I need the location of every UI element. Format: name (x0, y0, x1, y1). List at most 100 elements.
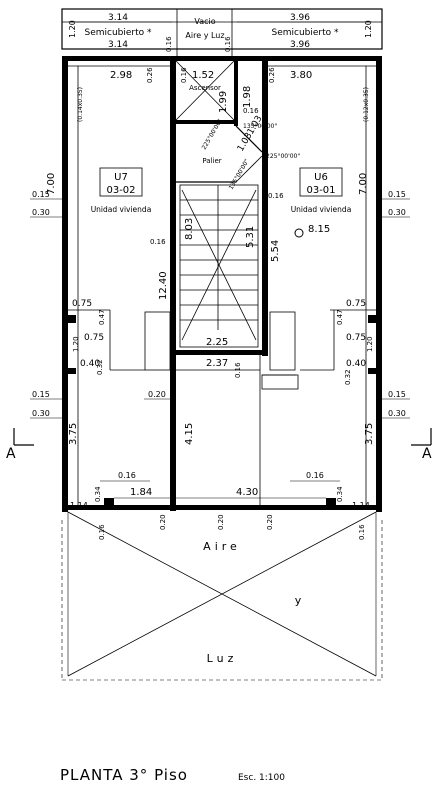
dim-020-bot-c: 0.20 (266, 514, 274, 530)
section-label-right: A (422, 446, 432, 462)
unit-right-code: 03-01 (306, 185, 335, 196)
dim-700-right: 7.00 (358, 173, 369, 195)
unit-left-name: U7 (114, 172, 128, 183)
dim-430: 4.30 (236, 487, 258, 498)
dim-030-l1: 0.30 (32, 208, 50, 217)
vacio-label: Vacio (194, 17, 215, 26)
dim-020-mid: 0.20 (148, 390, 166, 399)
dim-016-core: 0.16 (180, 67, 188, 83)
dim-016-elev: 0.16 (243, 107, 259, 115)
dim-531: 5.31 (245, 226, 256, 248)
dim-199: 1.99 (218, 91, 229, 113)
dim-032-left: 0.32 (96, 359, 104, 375)
dim-075-left: 0.75 (72, 299, 92, 309)
unit-left-label: Unidad vivienda (91, 205, 152, 214)
dim-075-right: 0.75 (346, 299, 366, 309)
dim-014: (0.14x0.35) (77, 87, 84, 122)
unit-left-code: 03-02 (106, 185, 135, 196)
y-label: y (295, 594, 302, 607)
palier-label: Palier (202, 157, 221, 165)
left-semicubierto-label: Semicubierto * (84, 28, 152, 38)
plan-scale: Esc. 1:100 (238, 773, 285, 783)
aire-label: Aire (203, 540, 241, 553)
top-016-b: 0.16 (224, 36, 232, 52)
stairs (175, 60, 263, 348)
dim-237: 2.37 (206, 358, 228, 369)
dim-020-bot-a: 0.20 (159, 514, 167, 530)
dim-120-right: 1.20 (366, 336, 374, 352)
level-marker-icon (294, 228, 304, 238)
dim-554: 5.54 (270, 240, 281, 262)
dim-016-br: 0.16 (306, 471, 324, 480)
dim-047-left: 0.47 (98, 309, 106, 325)
dim-016-lower: 0.16 (234, 362, 242, 378)
dim-375-right: 3.75 (364, 423, 375, 445)
dim-114-left: 1.14 (70, 501, 88, 510)
dim-803: 8.03 (184, 218, 195, 240)
edge-dim-left: 1.20 (68, 20, 77, 38)
unit-box-right (299, 167, 343, 197)
dim-375-left: 3.75 (68, 423, 79, 445)
dim-026-right: 0.26 (268, 67, 276, 83)
dim-114-right: 1.14 (352, 501, 370, 510)
dim-225: 2.25 (206, 337, 228, 348)
dim-415: 4.15 (184, 423, 195, 445)
dim-040-right: 0.40 (346, 359, 366, 369)
angle-225-right: 225°00'00" (266, 153, 300, 160)
unit-right-name: U6 (314, 172, 328, 183)
right-top-dim: 3.96 (290, 13, 310, 23)
top-strip (61, 8, 383, 58)
left-bottom-dim: 3.14 (108, 40, 128, 50)
dim-075-right-b: 0.75 (346, 333, 366, 343)
aire-luz-label: Aire y Luz (185, 31, 224, 40)
unit-right-label: Unidad vivienda (291, 205, 352, 214)
dim-030-r1: 0.30 (388, 208, 406, 217)
dim-075-left-b: 0.75 (84, 333, 104, 343)
plan-title: PLANTA 3° Piso (60, 766, 188, 784)
dim-1240: 12.40 (158, 271, 169, 300)
unit-box-left (99, 167, 143, 197)
dim-016-left-core: 0.16 (150, 238, 166, 246)
right-semicubierto-label: Semicubierto * (271, 28, 339, 38)
ascensor-label: Ascensor (189, 84, 221, 92)
dim-016-bot-r: 0.16 (358, 524, 366, 540)
patio-area (61, 511, 383, 681)
dim-026-left: 0.26 (146, 67, 154, 83)
dim-198: 1.98 (242, 86, 253, 108)
angle-135-top: 135°00'00" (243, 123, 277, 130)
dim-012: (0.12x0.35) (363, 87, 370, 122)
edge-dim-right: 1.20 (364, 20, 373, 38)
dim-700-left: 7.00 (46, 173, 57, 195)
dim-298: 2.98 (110, 70, 132, 81)
interior-lines (68, 65, 376, 505)
dim-015-l2: 0.15 (32, 390, 50, 399)
dim-032-right: 0.32 (344, 369, 352, 385)
walls (62, 56, 382, 512)
dim-034-right: 0.34 (336, 486, 344, 502)
angle-135-left: 135°00'00" (228, 158, 251, 191)
dim-016-bot-l: 0.16 (98, 524, 106, 540)
dim-380: 3.80 (290, 70, 312, 81)
dim-015-r2: 0.15 (388, 390, 406, 399)
dim-030-r2: 0.30 (388, 409, 406, 418)
luz-label: Luz (207, 652, 238, 665)
dim-040-left: 0.40 (80, 359, 100, 369)
section-label-left: A (6, 446, 16, 462)
dim-120-left: 1.20 (72, 336, 80, 352)
dim-020-bot-b: 0.20 (217, 514, 225, 530)
left-top-dim: 3.14 (108, 13, 128, 23)
dim-015-r1: 0.15 (388, 190, 406, 199)
section-marks (13, 428, 432, 446)
dim-034-left: 0.34 (94, 486, 102, 502)
level-815: 8.15 (308, 224, 330, 235)
right-bottom-dim: 3.96 (290, 40, 310, 50)
top-016-a: 0.16 (165, 36, 173, 52)
dim-016-bl: 0.16 (118, 471, 136, 480)
dim-152: 1.52 (192, 70, 214, 81)
dim-016-right-core: 0.16 (268, 192, 284, 200)
dim-184: 1.84 (130, 487, 152, 498)
dim-047-right: 0.47 (336, 309, 344, 325)
dim-015-l1: 0.15 (32, 190, 50, 199)
dim-030-l2: 0.30 (32, 409, 50, 418)
